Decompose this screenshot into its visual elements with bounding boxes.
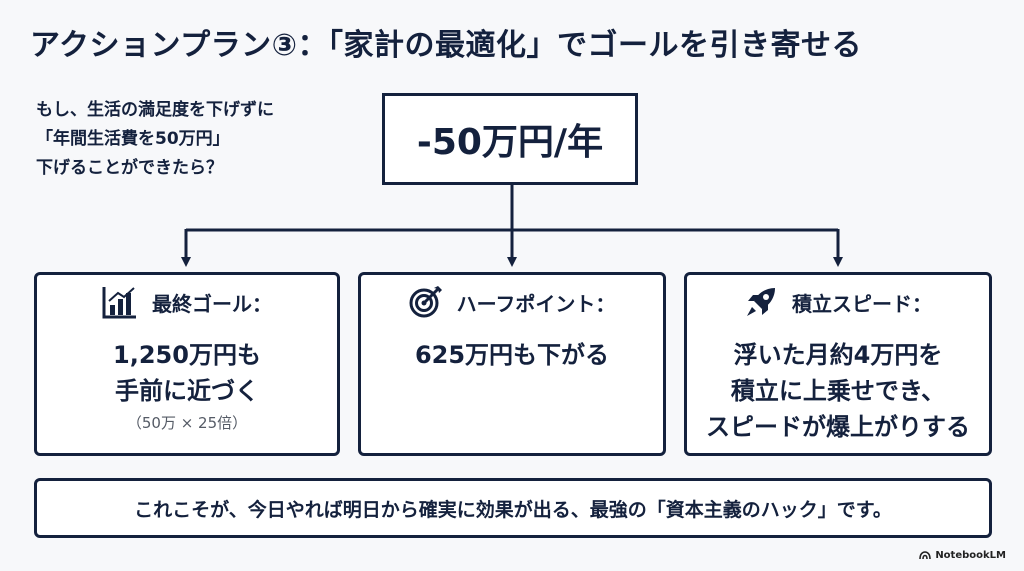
card-body: 浮いた月約4万円を 積立に上乗せでき、 スピードが爆上がりする	[687, 337, 989, 445]
card-line: 625万円も下がる	[414, 341, 610, 369]
card-note: （50万 × 25倍）	[126, 414, 248, 432]
rocket-icon	[747, 288, 775, 316]
question-line: もし、生活の満足度を下げずに	[36, 100, 274, 120]
conclusion-box: これこそが、今日やれば明日から確実に効果が出る、最強の「資本主義のハック」です。	[34, 478, 992, 538]
card-header: 積立スピード：	[687, 285, 989, 319]
card-line: スピードが爆上がりする	[706, 413, 970, 441]
card-line: 1,250万円も	[113, 341, 261, 369]
card-title: ハーフポイント：	[456, 291, 616, 316]
card-body: 1,250万円も 手前に近づく （50万 × 25倍）	[37, 337, 337, 437]
card-header: ハーフポイント：	[361, 285, 663, 319]
brand-label: NotebookLM	[935, 550, 1006, 561]
card-line: 浮いた月約4万円を	[733, 341, 943, 369]
card-line: 積立に上乗せでき、	[730, 377, 946, 405]
brand-logo: NotebookLM	[919, 550, 1006, 561]
question-line: 下げることができたら？	[36, 158, 223, 178]
card-title: 最終ゴール：	[152, 291, 272, 316]
central-label: -50万円/年	[416, 122, 604, 163]
card-savings-speed: 積立スピード： 浮いた月約4万円を 積立に上乗せでき、 スピードが爆上がりする	[684, 272, 992, 456]
question-line: 「年間生活費を50万円」	[36, 129, 230, 149]
page-title: アクションプラン③：「家計の最適化」でゴールを引き寄せる	[30, 28, 862, 63]
bar-chart-icon	[102, 287, 136, 319]
central-box: -50万円/年	[382, 93, 638, 185]
target-icon	[409, 286, 442, 318]
card-final-goal: 最終ゴール： 1,250万円も 手前に近づく （50万 × 25倍）	[34, 272, 340, 456]
conclusion-text: これこそが、今日やれば明日から確実に効果が出る、最強の「資本主義のハック」です。	[134, 498, 892, 521]
card-half-point: ハーフポイント： 625万円も下がる	[358, 272, 666, 456]
card-header: 最終ゴール：	[37, 285, 337, 319]
question-text: もし、生活の満足度を下げずに 「年間生活費を50万円」 下げることができたら？	[36, 96, 366, 183]
card-line: 手前に近づく	[115, 377, 259, 405]
notebooklm-icon	[919, 551, 932, 560]
card-body: 625万円も下がる	[361, 337, 663, 373]
card-title: 積立スピード：	[792, 291, 932, 316]
